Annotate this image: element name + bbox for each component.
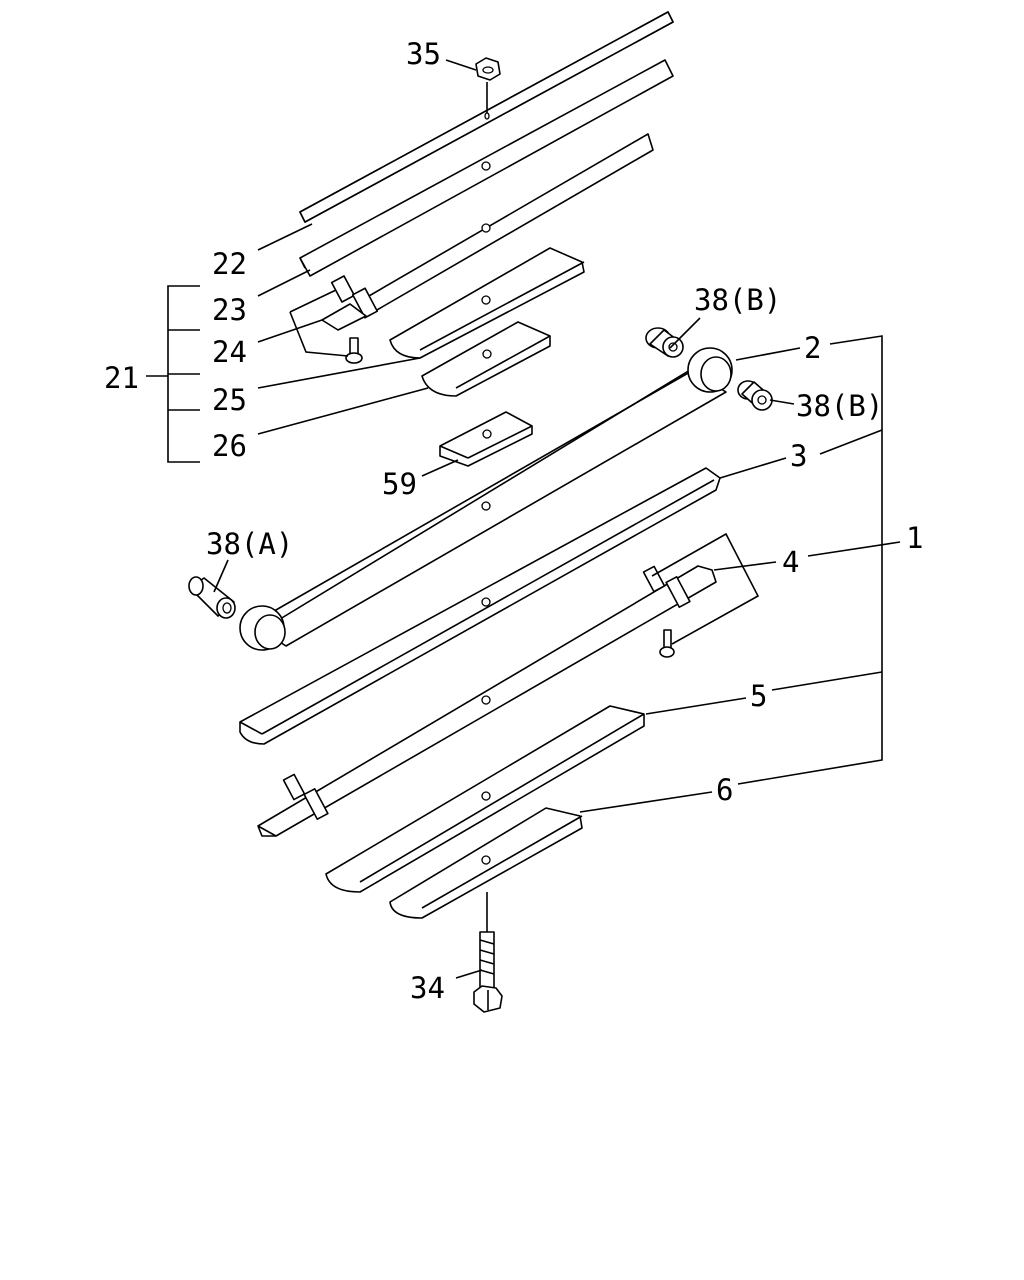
label-4: 4 [782, 545, 799, 579]
nut-35 [475, 57, 501, 120]
leaf-6 [389, 807, 583, 919]
center-bolt-34 [473, 892, 503, 1013]
label-34: 34 [410, 971, 445, 1005]
label-5: 5 [750, 679, 767, 713]
leaf-3 [239, 467, 721, 745]
label-6: 6 [716, 773, 733, 807]
leaf-5 [325, 705, 645, 893]
label-1: 1 [906, 521, 923, 555]
label-3: 3 [790, 439, 807, 473]
label-25: 25 [212, 383, 247, 417]
leaf-25 [389, 247, 585, 359]
leaf-26 [421, 321, 551, 397]
label-2: 2 [804, 331, 821, 365]
label-59: 59 [382, 467, 417, 501]
label-24: 24 [212, 335, 247, 369]
bushing-38b-top [645, 327, 684, 358]
leaf-23 [299, 59, 674, 277]
label-22: 22 [212, 247, 247, 281]
label-35: 35 [406, 37, 441, 71]
label-23: 23 [212, 293, 247, 327]
bushing-38b-right [737, 380, 773, 411]
label-38a: 38(A) [206, 527, 293, 561]
clip-24 [321, 275, 379, 364]
label-21: 21 [104, 361, 139, 395]
label-38b-right: 38(B) [796, 389, 883, 423]
leaders [146, 59, 901, 979]
leaf-2-main [239, 347, 733, 651]
label-38b-top: 38(B) [694, 283, 781, 317]
pad-59 [439, 411, 533, 467]
label-26: 26 [212, 429, 247, 463]
bushing-38a [188, 576, 236, 619]
leaf-4 [257, 565, 717, 837]
